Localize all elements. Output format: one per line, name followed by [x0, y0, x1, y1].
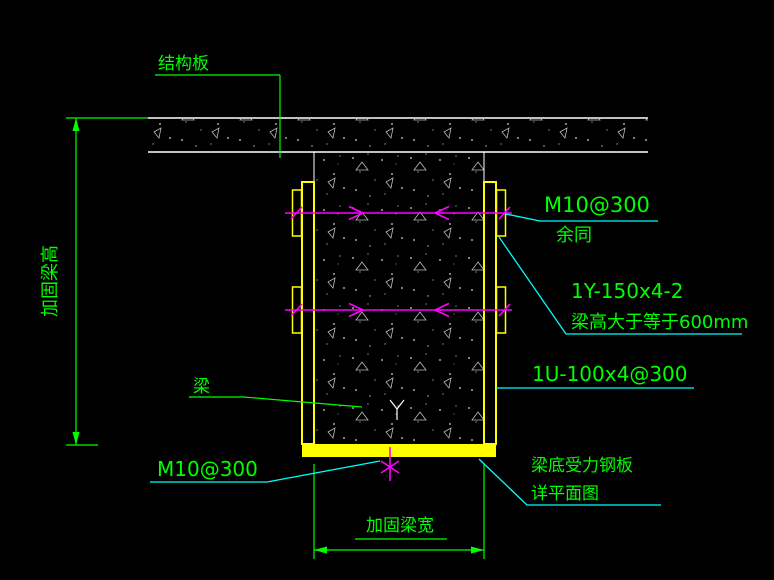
through-bolts — [285, 205, 512, 481]
concrete-hatch — [148, 119, 648, 443]
beam-concrete-hatch — [314, 153, 484, 443]
slab-concrete-hatch — [148, 119, 648, 151]
green-leaders — [155, 74, 363, 408]
bolt-row-bottom — [285, 302, 512, 318]
bolt-spec-top-label: M10@300 — [544, 193, 650, 217]
leader-bottom-plate — [478, 458, 661, 506]
bolt-spec-bottom-label: M10@300 — [157, 457, 258, 481]
slab-label: 结构板 — [158, 54, 209, 74]
dimension-left: 加固梁高 — [40, 117, 148, 446]
cyan-leaders — [150, 213, 742, 506]
leader-bolt-top — [505, 213, 658, 222]
rest-same-label: 余同 — [556, 225, 592, 246]
dim-arrow-right-icon — [471, 546, 484, 554]
slab-label-leader — [155, 74, 281, 158]
bolt-row-top — [285, 205, 512, 221]
right-side-plate — [483, 181, 497, 445]
leader-bolt-bottom — [150, 460, 381, 483]
dim-arrow-down-icon — [72, 432, 80, 445]
left-side-plate — [301, 181, 315, 445]
bottom-bearing-plate — [302, 444, 496, 457]
bottom-plate-note-label: 梁底受力钢板 — [531, 456, 633, 476]
beam-label-leader — [189, 396, 363, 408]
beam-height-condition-label: 梁高大于等于600mm — [571, 312, 748, 333]
leader-stiffener — [498, 236, 742, 335]
channel-spec-label: 1U-100x4@300 — [532, 362, 688, 386]
weld-symbol-icon — [389, 399, 405, 420]
stiffener-spec-label: 1Y-150x4-2 — [571, 279, 683, 303]
dim-arrow-up-icon — [72, 118, 80, 131]
see-plan-note-label: 详平面图 — [531, 484, 599, 504]
beam-label: 梁 — [193, 377, 210, 397]
dimension-bottom: 加固梁宽 — [313, 464, 485, 559]
bottom-anchor-bolt — [380, 447, 400, 481]
dim-arrow-left-icon — [314, 546, 327, 554]
beam-width-label: 加固梁宽 — [366, 516, 434, 536]
annotations: 结构板 M10@300 余同 1Y-150x4-2 梁高大于等于600mm 1U… — [157, 54, 748, 504]
beam-height-label: 加固梁高 — [40, 245, 61, 317]
